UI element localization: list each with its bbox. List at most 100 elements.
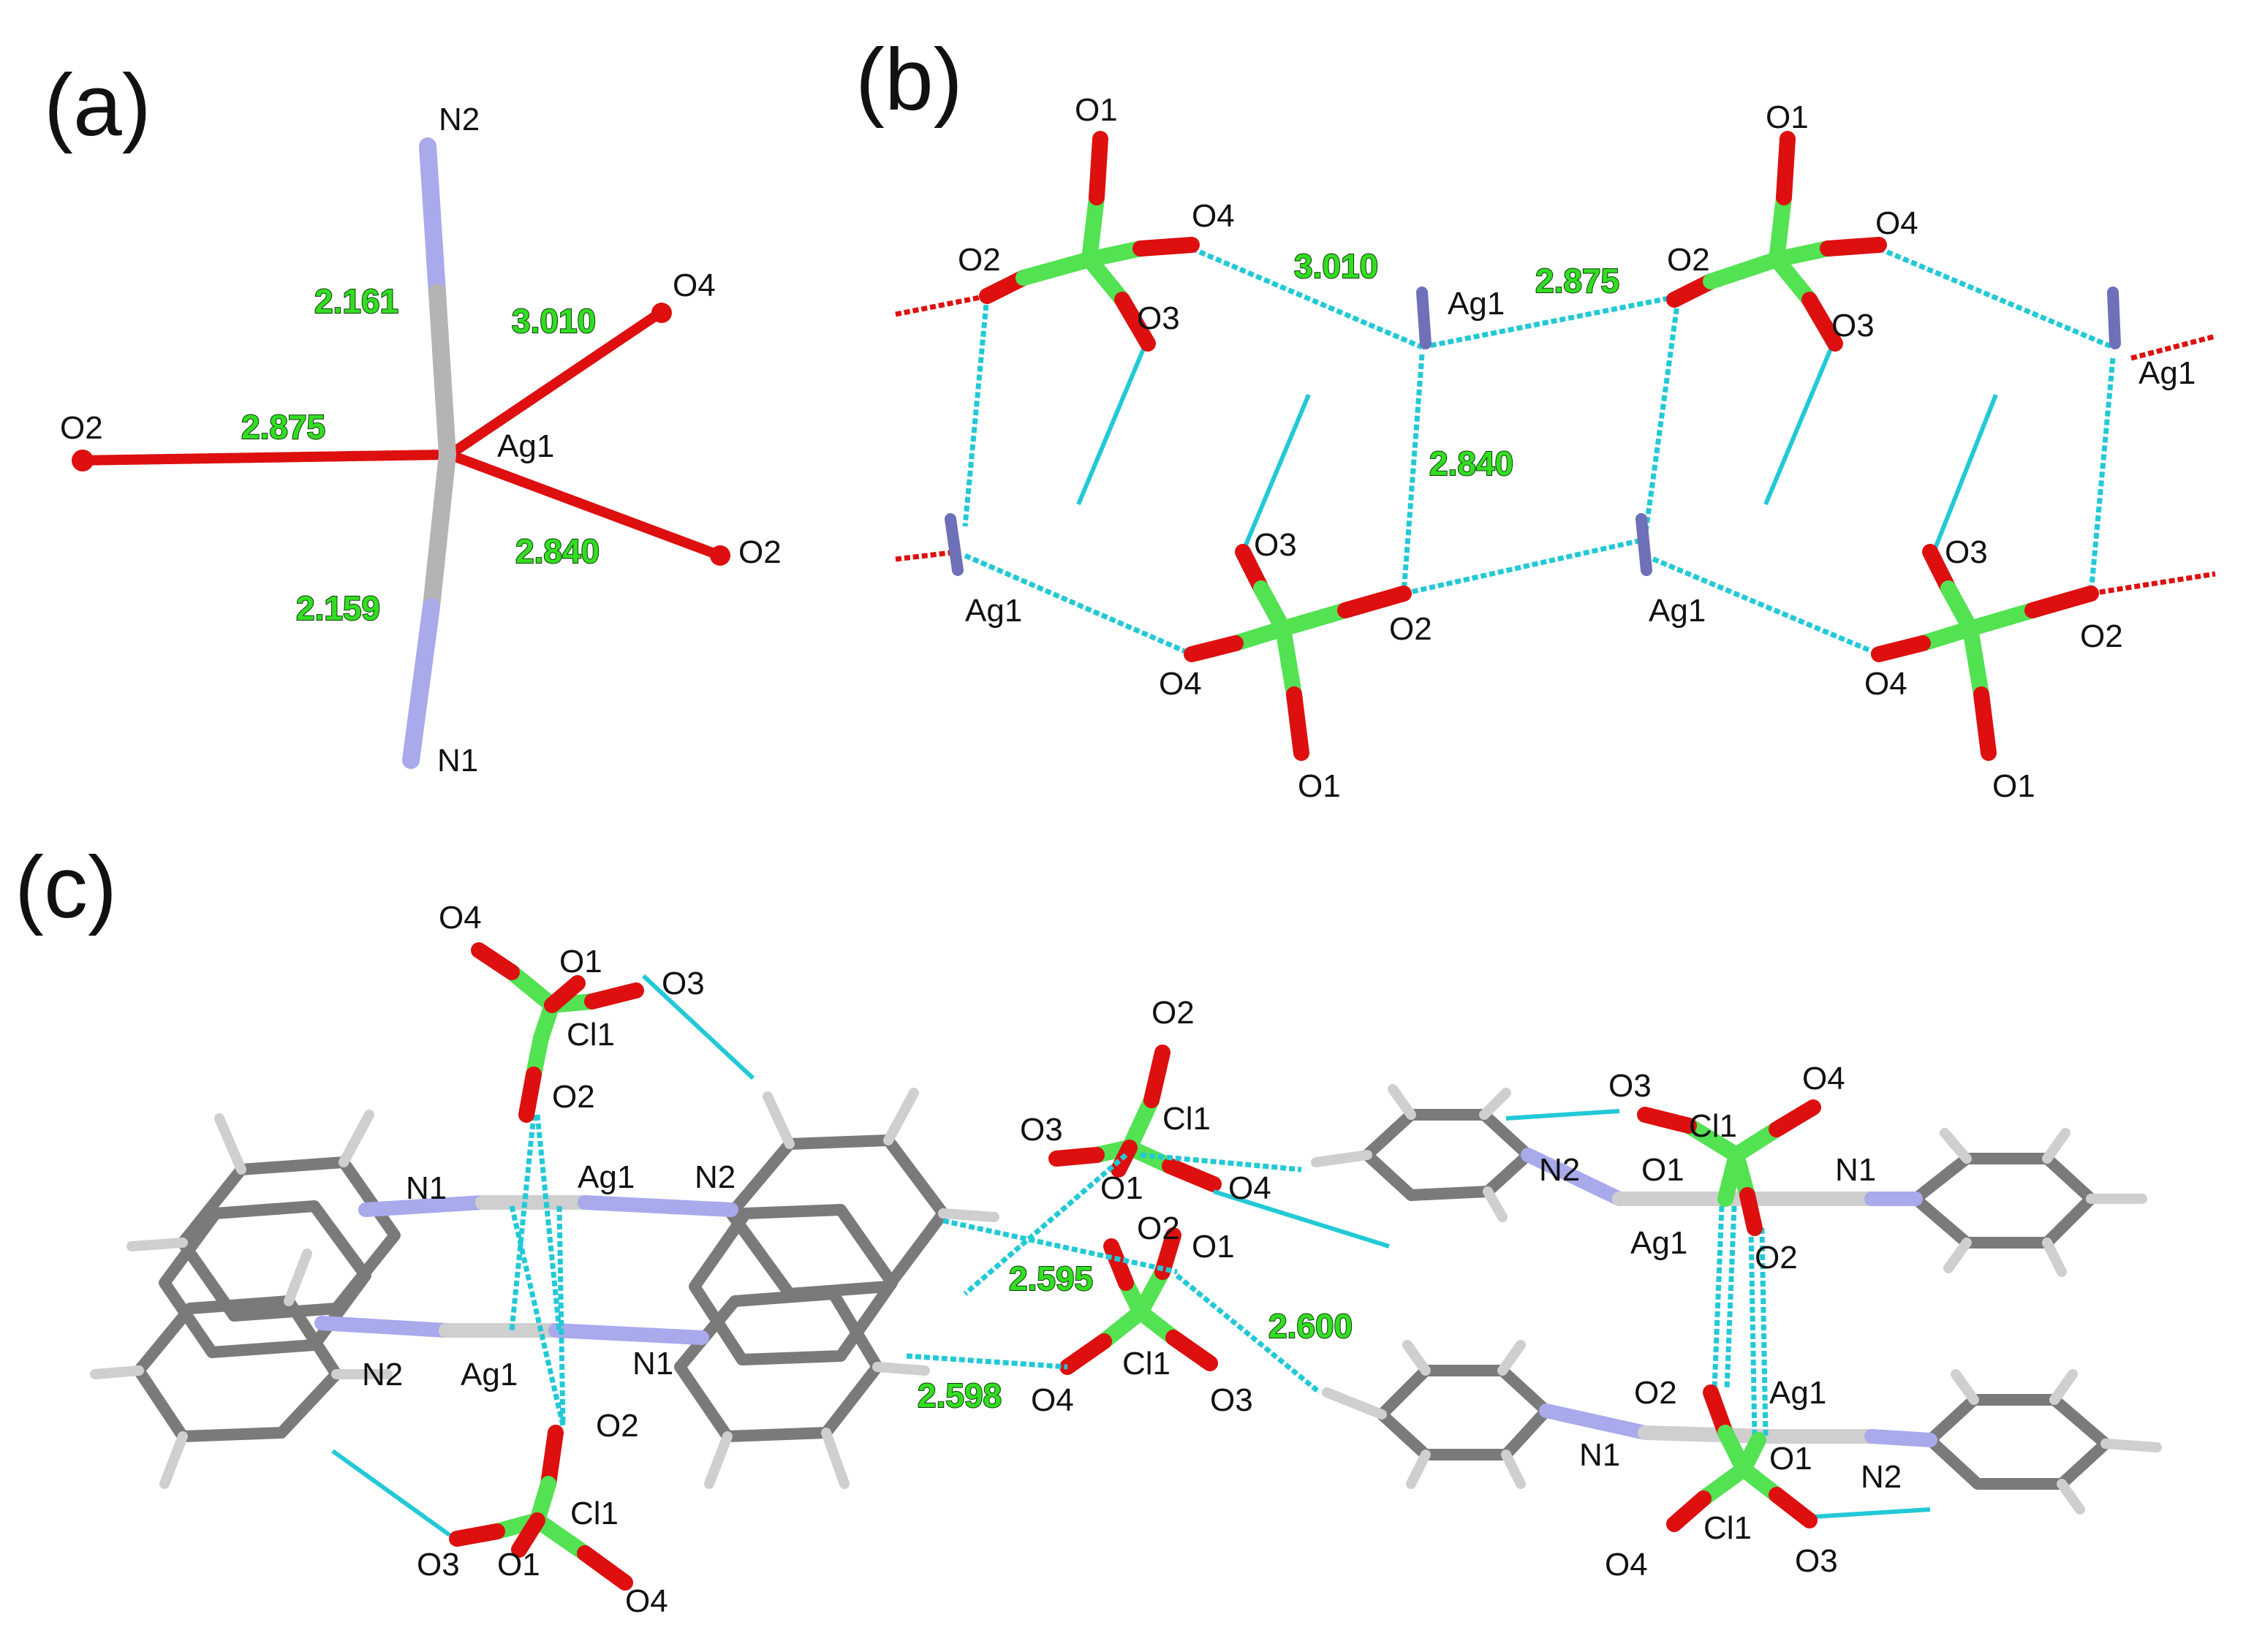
label-c-top-o3: O3 bbox=[662, 966, 705, 1001]
label-c-r-o3-bot: O3 bbox=[1795, 1543, 1838, 1579]
distance-ag1-n1: 2.159 bbox=[296, 589, 380, 627]
label-b-o4-bot-1: O4 bbox=[1159, 666, 1202, 702]
distance-b-d1: 3.010 bbox=[1294, 247, 1378, 285]
distance-b-d3: 2.840 bbox=[1429, 444, 1513, 482]
label-c-o2-bot: O2 bbox=[596, 1408, 639, 1444]
perchlorate-c-r-top bbox=[1637, 1099, 1821, 1236]
label-c-mid-o4: O4 bbox=[1228, 1170, 1271, 1206]
label-c-r-ag1-top: Ag1 bbox=[1630, 1225, 1687, 1261]
panel-c-left-contacts bbox=[509, 1114, 566, 1426]
ag-stubs-b bbox=[945, 287, 2121, 576]
label-c-r-o4-top: O4 bbox=[1802, 1061, 1845, 1096]
perchlorate-c-mid bbox=[1048, 1045, 1222, 1192]
label-c-ag1-top: Ag1 bbox=[578, 1159, 635, 1195]
label-c-cen-o2: O2 bbox=[1137, 1210, 1180, 1246]
panel-a-label: (a) bbox=[44, 56, 151, 154]
label-o2-left: O2 bbox=[60, 410, 103, 446]
atom-o2-right bbox=[710, 545, 730, 566]
panel-c-right-hydrogens bbox=[1311, 1084, 2162, 1515]
bond-ag1-o2-left bbox=[72, 450, 451, 466]
label-b-o3-top-2: O3 bbox=[1831, 308, 1875, 344]
label-o4: O4 bbox=[673, 268, 716, 303]
label-n2: N2 bbox=[439, 102, 480, 137]
label-b-o4-top-1: O4 bbox=[1192, 198, 1235, 234]
label-c-n2-bot: N2 bbox=[362, 1357, 403, 1393]
atom-o2-left bbox=[72, 450, 94, 471]
label-c-r-n1-bot: N1 bbox=[1579, 1437, 1620, 1473]
label-n1: N1 bbox=[437, 743, 478, 778]
perchlorate-b-bot-1 bbox=[1184, 544, 1412, 761]
label-b-o2-top-2: O2 bbox=[1667, 242, 1710, 278]
panel-c-label: (c) bbox=[15, 838, 117, 936]
label-c-bot-o4: O4 bbox=[625, 1583, 668, 1619]
panel-c-left-hbonds bbox=[331, 974, 755, 1537]
label-c-n2-top: N2 bbox=[695, 1159, 735, 1195]
panel-c-left-agn bbox=[314, 1195, 738, 1345]
label-b-o3-bot-2: O3 bbox=[1945, 534, 1988, 570]
label-c-r-o3-top: O3 bbox=[1608, 1068, 1652, 1104]
bond-ag1-n2-half bbox=[428, 284, 456, 463]
label-b-o4-bot-2: O4 bbox=[1864, 666, 1907, 702]
panel-c-central-hbonds bbox=[1213, 1189, 1390, 1249]
perchlorate-b-bot-2 bbox=[1871, 544, 2099, 761]
label-c-bot-cl1: Cl1 bbox=[570, 1496, 619, 1531]
label-b-ag1-bot-2: Ag1 bbox=[1649, 593, 1706, 629]
perchlorate-c-top-left bbox=[471, 942, 644, 1123]
label-b-o3-bot-1: O3 bbox=[1254, 527, 1297, 563]
label-b-o2-top-1: O2 bbox=[958, 242, 1001, 278]
distance-c-d2: 2.600 bbox=[1268, 1307, 1353, 1345]
label-c-r-o2-bot: O2 bbox=[1634, 1375, 1677, 1411]
atom-o4 bbox=[651, 303, 672, 323]
panel-c-right-agn bbox=[1521, 1148, 1937, 1447]
perchlorate-b-top-1 bbox=[979, 131, 1200, 352]
label-c-r-o2-top: O2 bbox=[1755, 1240, 1798, 1276]
panel-b: (b) bbox=[855, 31, 2216, 804]
panel-b-red-contacts bbox=[895, 293, 2216, 596]
perchlorate-c-cen bbox=[1059, 1227, 1218, 1375]
label-c-mid-o3: O3 bbox=[1020, 1112, 1063, 1148]
label-c-r-ag1-bot: Ag1 bbox=[1769, 1375, 1826, 1411]
panel-c-right-hbonds bbox=[1505, 1109, 1931, 1519]
distance-ag1-n2: 2.161 bbox=[314, 282, 398, 320]
label-c-mid-o1: O1 bbox=[1100, 1170, 1143, 1206]
panel-c-right-contacts bbox=[1712, 1205, 1769, 1437]
panel-a: (a) N2 N1 Ag1 O2 O4 O2 2.161 3.010 2.875… bbox=[44, 56, 782, 778]
label-c-cen-cl1: Cl1 bbox=[1122, 1346, 1171, 1382]
label-c-top-o1: O1 bbox=[559, 944, 602, 980]
panel-c: (c) bbox=[15, 838, 2162, 1619]
label-c-bot-o1: O1 bbox=[497, 1547, 540, 1583]
label-c-r-o1-bot: O1 bbox=[1769, 1441, 1812, 1477]
panel-c-central-contacts bbox=[906, 1152, 1322, 1395]
label-c-top-o2: O2 bbox=[552, 1079, 595, 1115]
label-b-ag1-top-1: Ag1 bbox=[1448, 286, 1505, 322]
label-c-bot-o3: O3 bbox=[417, 1547, 460, 1583]
bond-ag1-n1-half bbox=[423, 446, 456, 615]
label-ag1: Ag1 bbox=[497, 428, 554, 464]
label-c-r-n2-bot: N2 bbox=[1861, 1459, 1902, 1495]
label-c-cen-o1: O1 bbox=[1192, 1229, 1235, 1265]
label-b-o4-top-2: O4 bbox=[1875, 205, 1918, 241]
label-o2-right: O2 bbox=[738, 534, 782, 570]
label-c-n1-bot: N1 bbox=[632, 1346, 673, 1382]
label-c-r-n1-top: N1 bbox=[1835, 1152, 1876, 1188]
label-c-top-cl1: Cl1 bbox=[567, 1017, 615, 1053]
label-b-o1-top-1: O1 bbox=[1075, 92, 1118, 128]
label-c-n1-top: N1 bbox=[406, 1170, 447, 1206]
label-c-cen-o3: O3 bbox=[1210, 1382, 1253, 1418]
panel-c-left-hydrogens bbox=[90, 1088, 999, 1489]
bond-n2-half bbox=[419, 137, 446, 301]
label-c-ag1-bot: Ag1 bbox=[461, 1357, 518, 1393]
distance-b-d2: 2.875 bbox=[1535, 262, 1619, 300]
perchlorate-c-r-bot bbox=[1666, 1384, 1818, 1532]
label-c-r-o4-bot: O4 bbox=[1605, 1547, 1648, 1583]
label-c-mid-cl1: Cl1 bbox=[1162, 1101, 1211, 1137]
distance-ag1-o2-left: 2.875 bbox=[241, 408, 325, 446]
panel-b-label: (b) bbox=[855, 31, 963, 129]
label-c-cen-o4: O4 bbox=[1031, 1382, 1074, 1418]
label-b-o1-top-2: O1 bbox=[1766, 99, 1809, 135]
perchlorate-b-top-2 bbox=[1666, 131, 1887, 352]
label-c-r-cl1-top: Cl1 bbox=[1689, 1108, 1737, 1144]
label-b-ag1-top-2: Ag1 bbox=[2138, 355, 2196, 391]
label-c-top-o4: O4 bbox=[439, 900, 482, 936]
perchlorate-c-bot-left bbox=[449, 1425, 633, 1591]
